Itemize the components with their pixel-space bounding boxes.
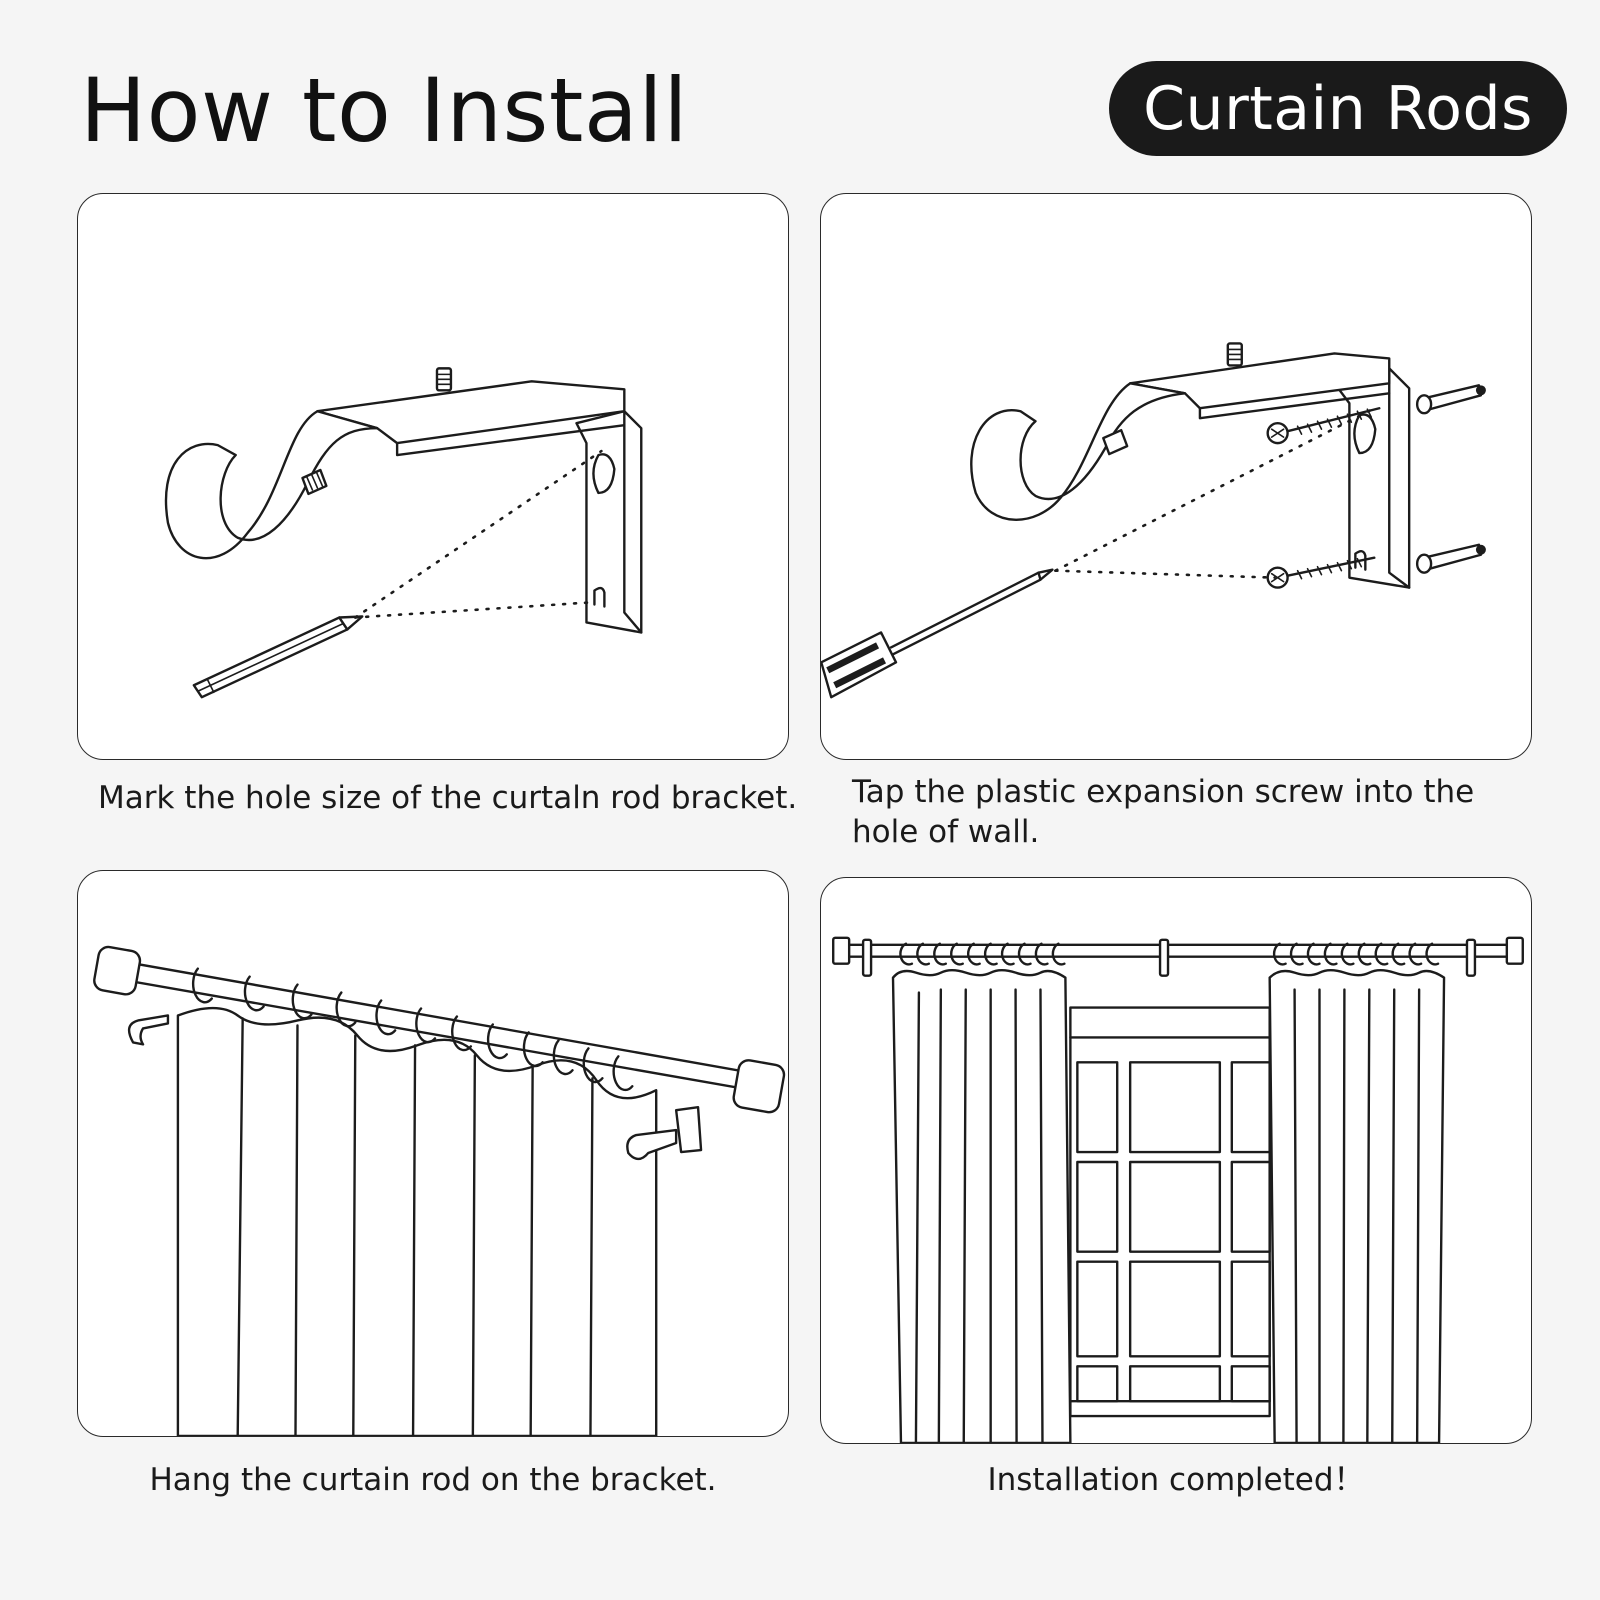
- curtain-icon: [1268, 968, 1446, 1443]
- pencil-icon: [192, 615, 364, 699]
- bracket-icon: [970, 342, 1411, 589]
- step-2-caption: Tap the plastic expansion screw into the…: [852, 774, 1475, 850]
- step-3-caption: Hang the curtain rod on the bracket.: [149, 1462, 717, 1498]
- step-4-illustration: [820, 877, 1532, 1444]
- page-title: How to Install: [80, 59, 689, 162]
- product-badge: Curtain Rods: [1109, 61, 1567, 156]
- bracket-icon: [127, 1014, 703, 1161]
- step-2-drawing: [821, 342, 1486, 699]
- step-3-illustration: [77, 870, 789, 1437]
- screw-icon: [1266, 556, 1376, 589]
- wall-anchor-icon: [1415, 384, 1486, 415]
- guide-line-upper: [353, 449, 603, 619]
- step-1-illustration: [77, 193, 789, 760]
- step-4-drawing: [832, 936, 1524, 1443]
- curtain-rod-icon: [832, 936, 1524, 977]
- screw-icon: [1266, 407, 1381, 445]
- step-4-caption: Installation completed！: [987, 1462, 1365, 1498]
- curtain-rod-icon: [93, 945, 786, 1114]
- guide-line-lower: [353, 601, 590, 619]
- step-1-drawing: [164, 367, 643, 699]
- step-1-caption: Mark the hole size of the curtaln rod br…: [98, 780, 798, 816]
- step-3-drawing: [93, 945, 786, 1436]
- wall-anchor-icon: [1415, 543, 1486, 574]
- step-2-illustration: [820, 193, 1532, 760]
- guide-line-upper: [1054, 406, 1376, 572]
- curtain-icon: [891, 968, 1072, 1443]
- bracket-icon: [164, 367, 643, 634]
- window-icon: [1069, 1006, 1271, 1418]
- screwdriver-icon: [821, 568, 1054, 699]
- guide-line-lower: [1054, 569, 1276, 579]
